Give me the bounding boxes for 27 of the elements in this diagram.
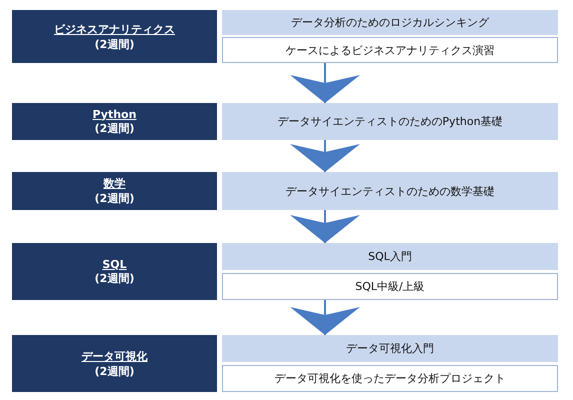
module-title: ビジネスアナリティクス	[54, 22, 175, 36]
duration-text: (2週間)	[94, 36, 134, 52]
topic-box: SQL入門	[222, 243, 558, 270]
topic-box: データ可視化入門	[222, 335, 558, 362]
duration-text: (2週間)	[94, 364, 134, 378]
module-box	[12, 335, 217, 392]
topic-box: データサイエンティストのための数学基礎	[222, 172, 558, 210]
chevron-arrow	[290, 140, 360, 172]
duration-text: (2週間)	[94, 191, 134, 206]
chevron-arrow	[290, 300, 360, 335]
topic-box: ケースによるビジネスアナリティクス演習	[222, 37, 558, 63]
duration-text: (2週間)	[94, 120, 134, 136]
chevron-arrow	[290, 210, 360, 243]
module-box	[12, 243, 217, 300]
topic-box: データ分析のためのロジカルシンキング	[222, 10, 558, 35]
duration-text: (2週間)	[94, 270, 134, 286]
module-box	[12, 103, 217, 140]
module-title: データ可視化	[82, 348, 148, 364]
module-title: Python	[92, 108, 136, 120]
topic-box: データサイエンティストのためのPython基礎	[222, 103, 558, 140]
module-box	[12, 10, 217, 63]
module-title: SQL	[102, 258, 127, 270]
module-title: 数学	[104, 176, 126, 191]
module-box	[12, 172, 217, 210]
topic-box: SQL中級/上級	[222, 273, 558, 300]
chevron-arrow	[290, 63, 360, 103]
topic-box: データ可視化を使ったデータ分析プロジェクト	[222, 365, 558, 392]
